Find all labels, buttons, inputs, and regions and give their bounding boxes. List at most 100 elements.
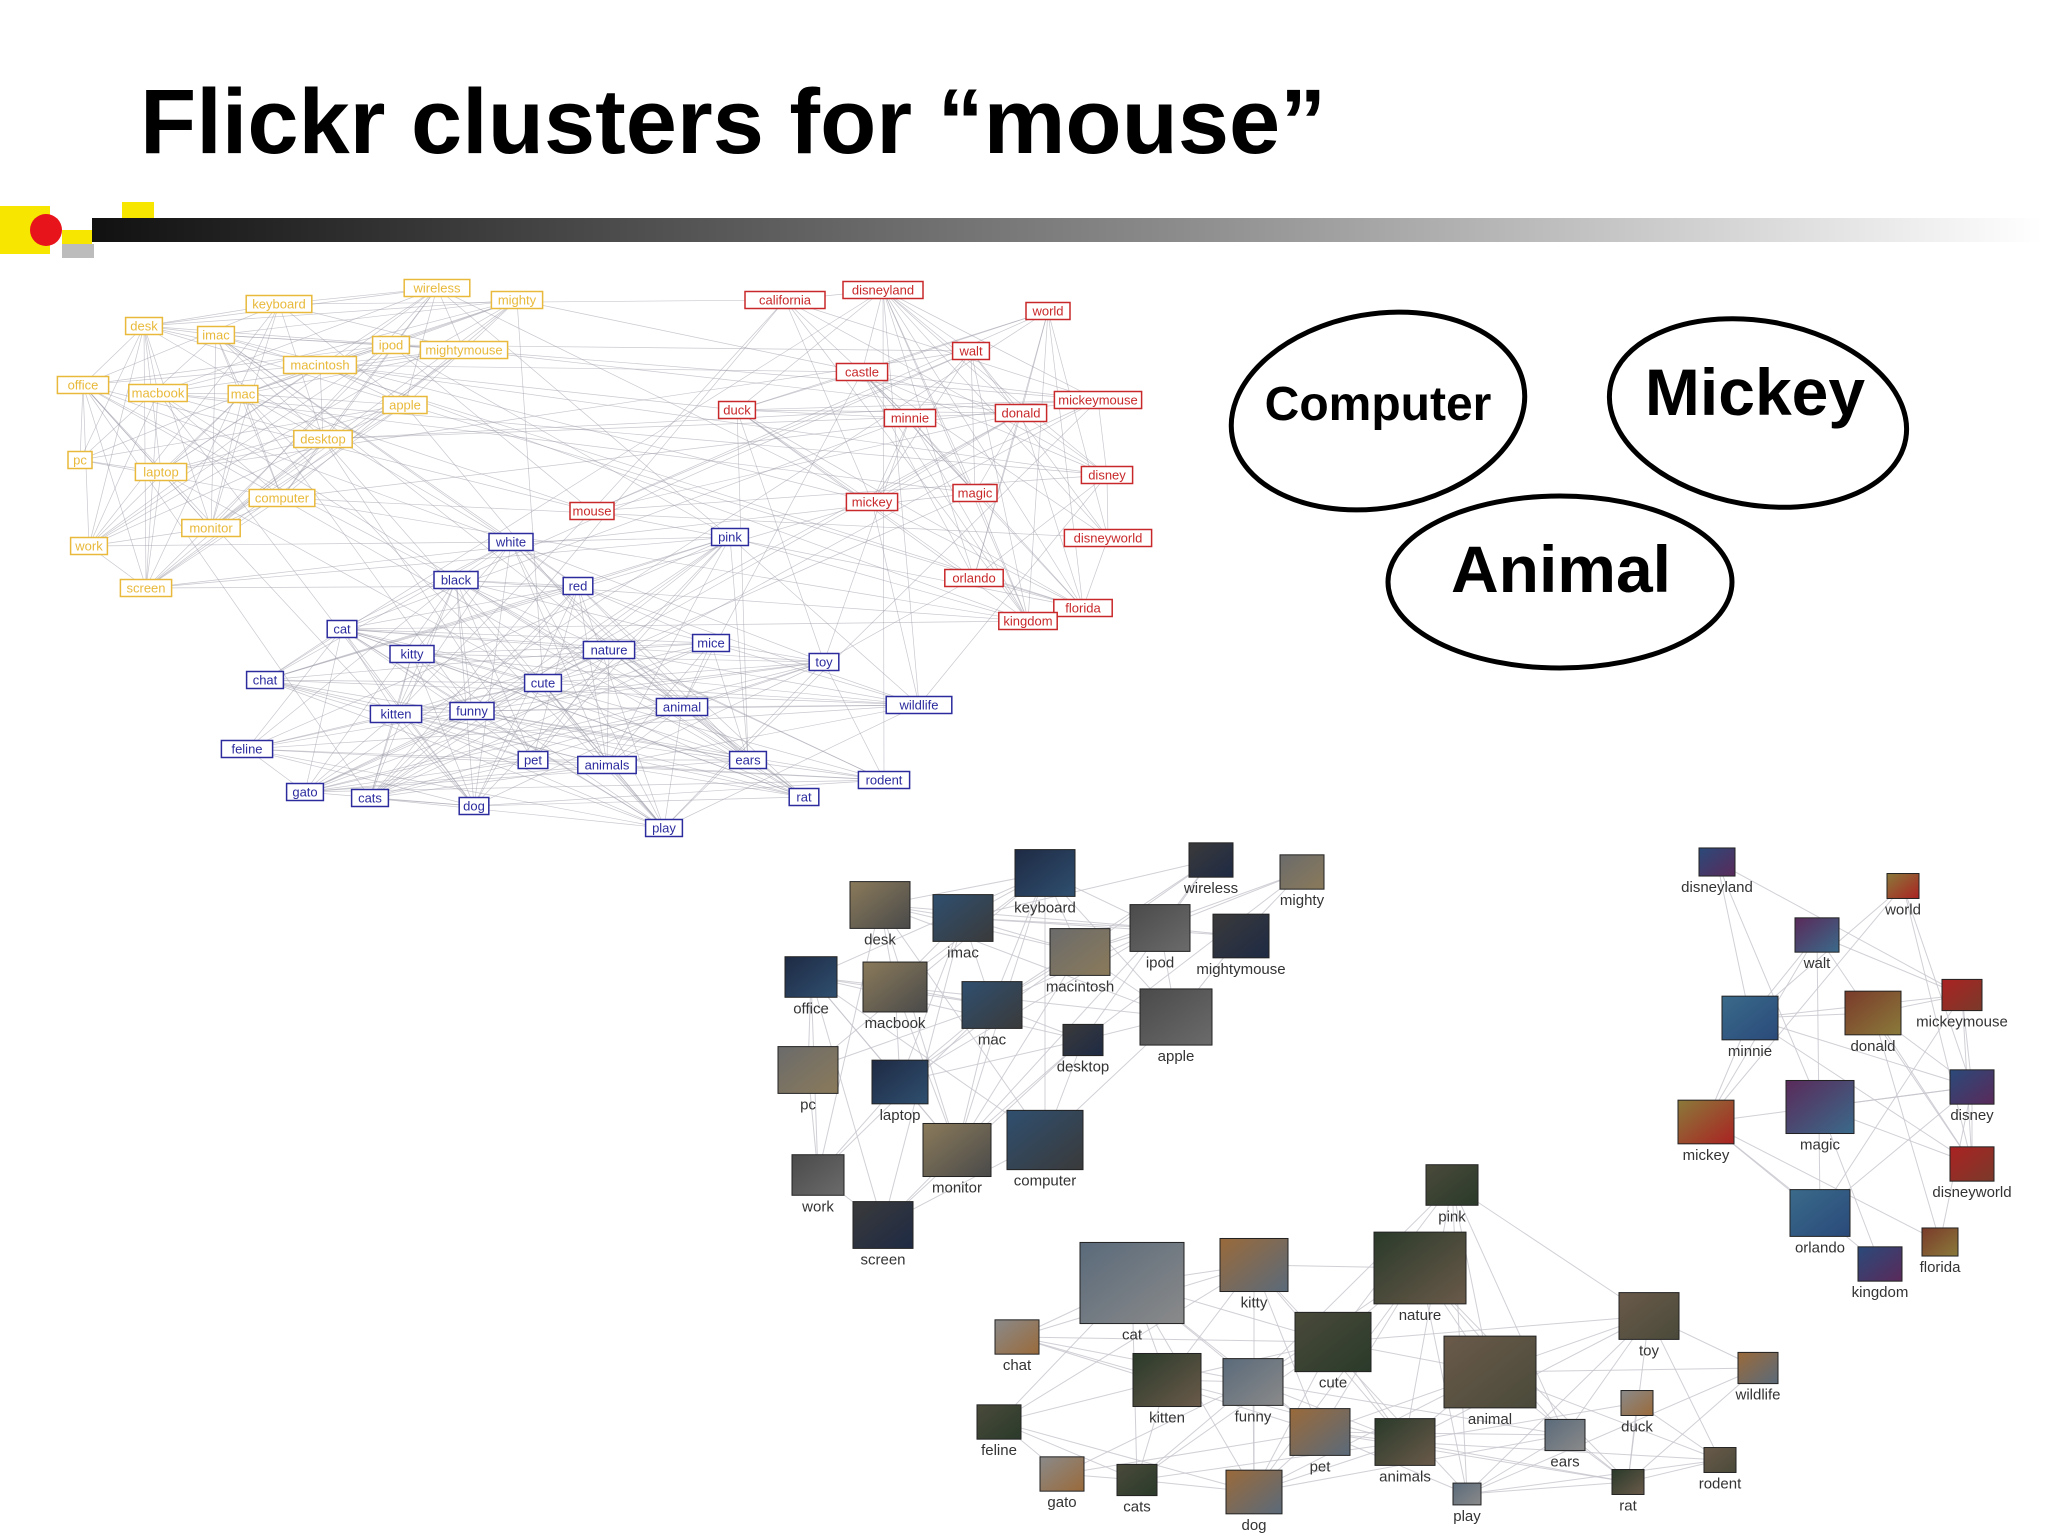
photo-label: wireless	[1183, 880, 1238, 897]
photo-thumbnail	[1443, 1335, 1537, 1409]
tag-edge	[88, 392, 159, 547]
tag-edge	[606, 704, 920, 766]
tag-node-chat: chat	[245, 670, 285, 690]
tag-node-label: desktop	[300, 432, 346, 447]
tag-node-box	[951, 341, 991, 361]
photo-label: pc	[800, 1096, 816, 1113]
photo-label: computer	[1014, 1173, 1077, 1190]
photo-node-kitten: kitten	[1132, 1352, 1202, 1427]
photo-node-orlando: orlando	[1789, 1189, 1851, 1256]
tag-node-box	[952, 483, 998, 503]
photo-node-macbook: macbook	[862, 961, 928, 1032]
tag-node-mac: mac	[227, 384, 259, 404]
photo-thumbnail	[1949, 1069, 1995, 1105]
photo-thumbnail	[1212, 913, 1270, 959]
photo-node-screen: screen	[852, 1201, 914, 1268]
tag-edge	[729, 536, 1029, 622]
tag-edge	[319, 364, 1108, 476]
tag-edge	[970, 350, 1109, 539]
photo-edge	[899, 927, 1161, 1083]
tag-edge	[471, 661, 825, 712]
photo-node-rodent: rodent	[1699, 1447, 1742, 1492]
tag-edge	[736, 310, 1049, 411]
photo-edge	[1648, 1315, 1721, 1461]
tag-node-label: wildlife	[898, 698, 938, 713]
cluster-label: Computer	[1265, 378, 1492, 431]
tag-edge	[473, 541, 512, 807]
photo-edge	[1136, 1441, 1406, 1481]
tag-node-pet: pet	[517, 750, 549, 770]
photo-label: cats	[1123, 1499, 1151, 1516]
photo-label: wildlife	[1734, 1387, 1780, 1404]
tag-edge	[784, 299, 1108, 476]
tag-node-box	[248, 488, 316, 508]
photo-thumbnail	[932, 894, 994, 942]
tag-node-label: rat	[796, 790, 812, 805]
tag-edge	[970, 350, 976, 494]
photo-thumbnail	[1620, 1390, 1654, 1416]
tag-node-mouse: mouse	[569, 501, 615, 521]
tag-node-play: play	[644, 818, 684, 838]
tag-edge	[88, 299, 518, 547]
tag-edge	[369, 642, 712, 799]
photo-edge	[1166, 1379, 1406, 1443]
tag-edge	[319, 299, 518, 366]
tag-edge	[1020, 412, 1108, 476]
tag-node-box	[67, 450, 93, 470]
tag-node-box	[857, 770, 911, 790]
photo-edge	[1872, 1012, 1973, 1165]
tag-node-box	[845, 492, 899, 512]
photo-thumbnail	[791, 1154, 845, 1196]
red-dot	[30, 214, 62, 246]
tag-edge	[1097, 399, 1108, 476]
tag-edge	[341, 417, 911, 630]
tag-edge	[608, 649, 885, 781]
photo-node-cats: cats	[1116, 1463, 1158, 1516]
tag-edge	[591, 299, 786, 512]
tag-node-box	[433, 570, 479, 590]
tag-edge	[542, 682, 805, 798]
photo-label: screen	[860, 1251, 905, 1268]
tag-edge	[390, 344, 593, 512]
photo-thumbnail	[1789, 1189, 1851, 1237]
tag-edge	[823, 417, 911, 663]
tag-edge	[882, 289, 1084, 609]
tag-edge	[264, 585, 579, 681]
tag-edge	[473, 682, 544, 807]
tag-edge	[882, 289, 1108, 476]
tag-node-box	[488, 532, 534, 552]
tag-edge	[304, 706, 683, 793]
photo-thumbnail	[1225, 1469, 1283, 1515]
tag-edge	[591, 412, 1022, 512]
tag-node-label: macintosh	[290, 358, 349, 373]
tag-node-label: walt	[958, 344, 983, 359]
photo-thumbnail	[1703, 1447, 1737, 1473]
photo-node-monitor: monitor	[922, 1122, 992, 1197]
tag-edge	[1082, 537, 1109, 609]
photo-label: donald	[1850, 1038, 1895, 1055]
tag-edge	[210, 393, 244, 529]
tag-edge	[215, 299, 518, 336]
photo-thumbnail	[871, 1059, 929, 1105]
photo-node-wireless: wireless	[1183, 842, 1238, 897]
tag-node-label: minnie	[891, 411, 929, 426]
photo-thumbnail	[1721, 995, 1779, 1041]
tag-node-label: play	[652, 821, 676, 836]
tag-edge	[395, 713, 885, 781]
tag-edge	[369, 299, 786, 799]
photo-thumbnail	[852, 1201, 914, 1249]
tag-edge	[471, 710, 749, 761]
tag-node-label: mouse	[572, 504, 611, 519]
photo-node-nature: nature	[1373, 1231, 1467, 1324]
photo-node-animals: animals	[1374, 1418, 1436, 1485]
tag-edge	[145, 349, 465, 589]
tag-node-box	[1053, 598, 1113, 618]
photo-edge	[1716, 861, 1751, 1019]
tag-node-box	[128, 383, 188, 403]
tag-edge	[145, 344, 392, 589]
tag-node-box	[419, 340, 509, 360]
photo-edge	[1079, 871, 1303, 953]
tag-edge	[341, 628, 610, 651]
tag-node-cats: cats	[350, 788, 390, 808]
tag-node-california: california	[744, 290, 826, 310]
